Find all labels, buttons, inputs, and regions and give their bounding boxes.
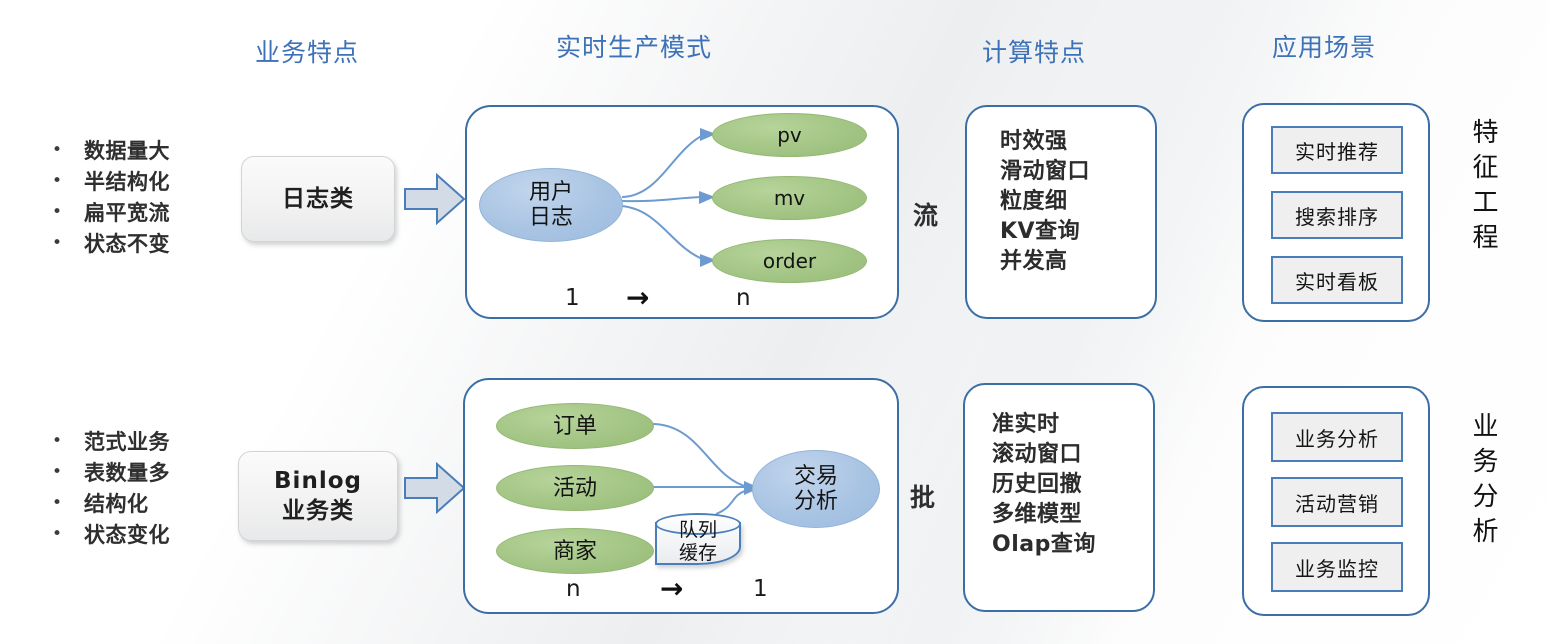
compute-panel-row1 [963, 383, 1155, 612]
flow-node-label: 用户 [528, 180, 573, 205]
cylinder-top [655, 513, 741, 535]
scenario-chip-label: 实时看板 [1295, 269, 1379, 294]
bullet-list-row1: 范式业务 表数量多 结构化 状态变化 [48, 426, 170, 551]
compute-feature-list-row1: 准实时 滚动窗口 历史回撤 多维模型 Olap查询 [992, 410, 1096, 560]
flow-node-label: pv [777, 122, 802, 147]
flow-node-label: mv [773, 185, 806, 210]
list-item: 数据量大 [48, 135, 170, 167]
cardinality-left-row0: 1 [565, 285, 580, 311]
scenario-chip-business-analysis[interactable]: 业务分析 [1271, 412, 1403, 462]
source-box-row0[interactable]: 日志类 [241, 156, 395, 242]
list-item: 多维模型 [992, 502, 1083, 527]
outcome-label-business-analysis: 业务分析 [1468, 412, 1498, 552]
source-box-label: 日志类 [282, 186, 354, 212]
list-item: 滑动窗口 [1000, 159, 1091, 184]
compute-panel-row0 [965, 105, 1157, 319]
flow-node-mv[interactable]: mv [712, 176, 867, 220]
column-header-realtime-production-mode: 实时生产模式 [556, 33, 713, 62]
scenario-chip-business-monitoring[interactable]: 业务监控 [1271, 542, 1403, 592]
flow-node-label: 活动 [552, 475, 597, 501]
flow-node-order[interactable]: order [712, 239, 867, 283]
flow-node-transaction-analysis[interactable]: 交易 分析 [752, 450, 880, 528]
cardinality-arrow-row1: → [660, 572, 684, 605]
scenario-chip-label: 实时推荐 [1295, 139, 1379, 164]
list-item: 准实时 [992, 412, 1060, 437]
flow-node-label: 队列 [678, 519, 717, 541]
scenario-chip-campaign-marketing[interactable]: 活动营销 [1271, 477, 1403, 527]
scenario-chip-label: 活动营销 [1295, 491, 1379, 516]
list-item: 结构化 [48, 488, 170, 520]
source-box-label: Binlog [274, 468, 362, 494]
flow-node-label: 交易 [793, 464, 838, 489]
flow-arrow-row0 [404, 173, 466, 225]
list-item: 范式业务 [48, 426, 170, 458]
cardinality-right-row0: n [736, 285, 751, 311]
scenario-chip-realtime-dashboard[interactable]: 实时看板 [1271, 256, 1403, 304]
source-box-label: 业务类 [282, 498, 354, 524]
list-item: 扁平宽流 [48, 197, 170, 229]
mode-label-batch: 批 [910, 483, 936, 512]
list-item: 状态变化 [48, 519, 170, 551]
list-item: 并发高 [1000, 249, 1068, 274]
cardinality-left-row1: n [566, 576, 581, 602]
flow-arrow-row1 [404, 462, 466, 514]
scenario-chip-label: 搜索排序 [1295, 204, 1379, 229]
flow-node-activity-table[interactable]: 活动 [496, 465, 654, 511]
flow-node-user-log[interactable]: 用户 日志 [479, 168, 623, 242]
flow-node-label: 商家 [552, 538, 597, 564]
list-item: 时效强 [1000, 129, 1068, 154]
flow-node-label: 订单 [552, 413, 597, 439]
list-item: KV查询 [1000, 219, 1081, 244]
column-header-compute-features: 计算特点 [982, 38, 1087, 67]
cardinality-right-row1: 1 [753, 576, 768, 602]
scenario-chip-label: 业务分析 [1295, 426, 1379, 451]
compute-feature-list-row0: 时效强 滑动窗口 粒度细 KV查询 并发高 [1000, 127, 1090, 277]
column-header-business-features: 业务特点 [255, 38, 360, 67]
column-header-application-scenarios: 应用场景 [1272, 33, 1377, 62]
list-item: 滚动窗口 [992, 442, 1083, 467]
flow-node-order-table[interactable]: 订单 [496, 403, 654, 449]
flow-node-label: 日志 [528, 205, 573, 230]
scenario-chip-realtime-recommendation[interactable]: 实时推荐 [1271, 126, 1403, 174]
list-item: 表数量多 [48, 457, 170, 489]
mode-label-stream: 流 [913, 201, 939, 230]
source-box-row1[interactable]: Binlog 业务类 [238, 451, 398, 541]
scenario-chip-search-ranking[interactable]: 搜索排序 [1271, 191, 1403, 239]
list-item: 粒度细 [1000, 189, 1068, 214]
list-item: 状态不变 [48, 228, 170, 260]
bullet-list-row0: 数据量大 半结构化 扁平宽流 状态不变 [48, 135, 170, 260]
flow-node-queue-cache[interactable]: 队列 缓存 [655, 513, 741, 565]
flow-node-label: 分析 [793, 489, 838, 514]
list-item: Olap查询 [992, 532, 1096, 557]
flow-node-merchant-table[interactable]: 商家 [496, 528, 654, 574]
list-item: 半结构化 [48, 166, 170, 198]
flow-node-label: 缓存 [678, 542, 717, 564]
flow-node-pv[interactable]: pv [712, 113, 867, 157]
flow-node-label: order [762, 248, 817, 273]
scenario-chip-label: 业务监控 [1295, 556, 1379, 581]
cardinality-arrow-row0: → [626, 281, 650, 314]
outcome-label-feature-engineering: 特征工程 [1468, 118, 1498, 258]
list-item: 历史回撤 [992, 472, 1083, 497]
